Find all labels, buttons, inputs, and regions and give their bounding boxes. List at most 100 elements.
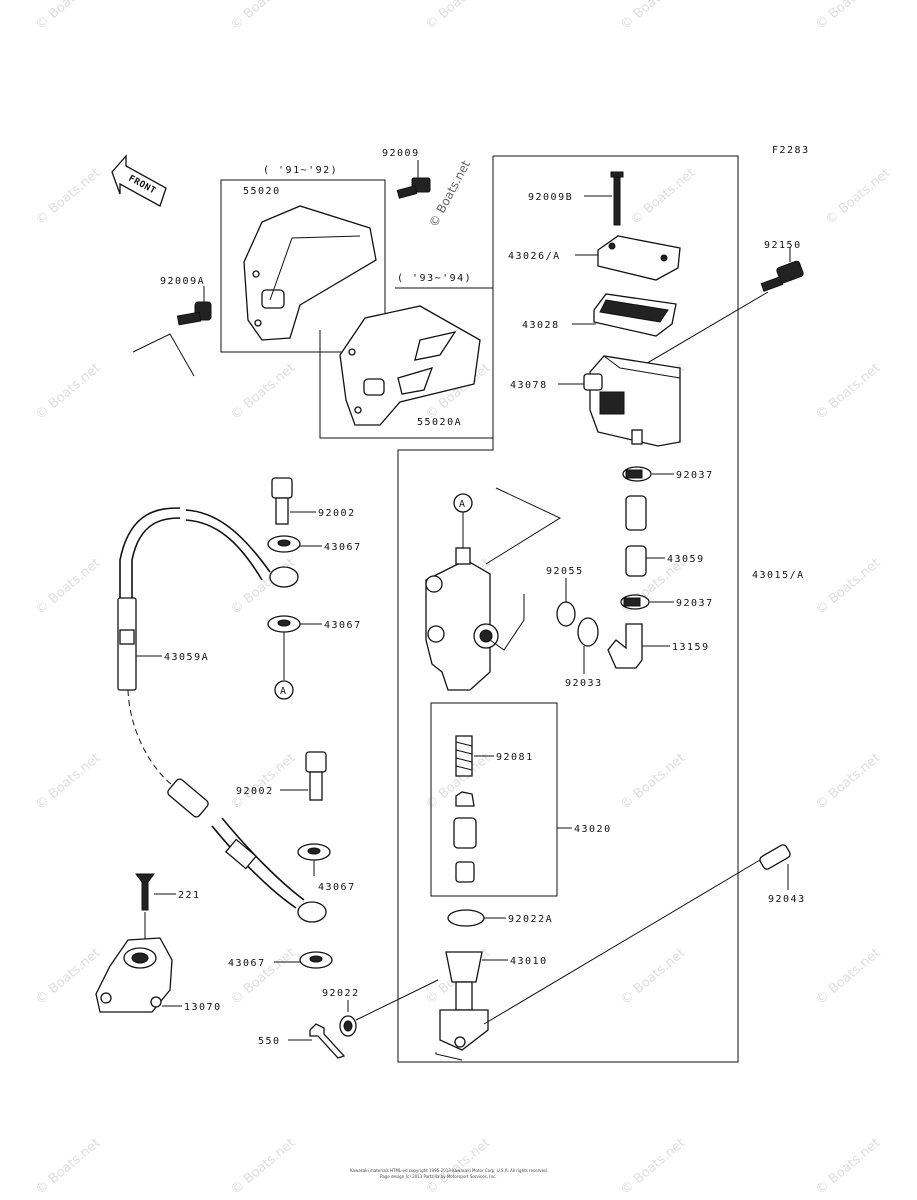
watermark: © Boats.net <box>228 0 298 33</box>
bracket-13070 <box>95 937 182 1013</box>
footer-page-design: Page design (c) 2013 Partzilla by Motors… <box>380 1174 496 1179</box>
watermark: © Boats.net <box>33 556 103 618</box>
master-cylinder-43078 <box>558 355 681 447</box>
watermark: © Boats.net <box>423 0 493 33</box>
circlip-92022a <box>447 909 506 927</box>
washer-43067-c <box>297 843 331 876</box>
guard-box-93-94 <box>319 287 494 439</box>
part-labels: 92009 55020 92009A 55020A 92009B 43026/A… <box>160 148 806 1047</box>
part-label: 92009A <box>160 276 205 287</box>
repair-kit-43020 <box>430 702 572 897</box>
part-label: 13070 <box>184 1002 222 1013</box>
part-label: 43015/A <box>752 570 805 581</box>
diaphragm-43028 <box>572 293 677 337</box>
watermark: © Boats.net <box>813 556 883 618</box>
watermark: © Boats.net <box>813 0 883 33</box>
part-label: 92009 <box>382 148 420 159</box>
watermark: © Boats.net <box>228 1136 298 1198</box>
elbow-13159 <box>607 623 670 669</box>
hose-clamp-92037-bottom <box>620 594 674 610</box>
bolt-92150 <box>631 248 804 373</box>
part-label: 43028 <box>522 320 560 331</box>
watermark: © Boats.net <box>823 166 893 228</box>
part-label: 43020 <box>574 824 612 835</box>
part-label: 92009B <box>528 192 573 203</box>
part-label: 92037 <box>676 470 714 481</box>
part-label: 92022 <box>322 988 360 999</box>
callout-a-bottom: A <box>280 686 288 697</box>
part-label: 92081 <box>496 752 534 763</box>
part-label: 43010 <box>510 956 548 967</box>
watermark: © Boats.net <box>813 1136 883 1198</box>
watermark: © Boats.net <box>33 946 103 1008</box>
washer-43067-b: A <box>267 615 322 700</box>
part-label: 43059A <box>164 652 209 663</box>
year-range-93-94: ( '93~'94) <box>397 273 472 284</box>
part-label: 92037 <box>676 598 714 609</box>
part-label: 43078 <box>510 380 548 391</box>
circlip-92033 <box>577 617 599 674</box>
washer-43067-a <box>267 535 322 553</box>
watermark: © Boats.net <box>33 751 103 813</box>
watermark: © Boats.net <box>618 1136 688 1198</box>
watermark: © Boats.net <box>618 0 688 33</box>
banjo-bolt-92002-top <box>271 477 316 525</box>
part-label: 13159 <box>672 642 710 653</box>
watermark: © Boats.net <box>628 166 698 228</box>
part-label: 92043 <box>768 894 806 905</box>
watermark: © Boats.net <box>813 946 883 1008</box>
footer-copyright: Kawasaki materials HTML-ed copyright 199… <box>350 1168 548 1173</box>
o-ring-92055 <box>556 578 576 627</box>
watermark: © Boats.net <box>228 751 298 813</box>
watermark: © Boats.net <box>33 166 103 228</box>
reservoir-cap-43026 <box>575 235 681 281</box>
callout-a-top: A <box>459 499 467 510</box>
part-label: 92002 <box>318 508 356 519</box>
watermark: © Boats.net <box>33 361 103 423</box>
part-label: 43067 <box>324 620 362 631</box>
bolt-92009 <box>396 160 431 199</box>
clevis-pin-92043 <box>483 844 791 1025</box>
part-label: 43059 <box>667 554 705 565</box>
watermark: © Boats.net <box>228 361 298 423</box>
assembly-frame-43015 <box>397 155 739 1063</box>
front-arrow-icon: FRONT <box>111 154 167 207</box>
brake-hose-43059a <box>117 507 327 923</box>
watermark: © Boats.net <box>813 751 883 813</box>
heat-guard-55020a <box>339 305 481 426</box>
screw-92009b <box>584 171 624 226</box>
part-label: 92150 <box>764 240 802 251</box>
cylinder-piston-body: A <box>425 487 562 691</box>
heat-guard-55020 <box>243 205 377 341</box>
nut-92022 <box>339 979 439 1037</box>
guard-box-91-92 <box>220 179 386 353</box>
hose-clamp-92037-top <box>622 466 674 482</box>
watermark: © Boats.net <box>423 1136 493 1198</box>
part-label: 43026/A <box>508 251 561 262</box>
part-label: 550 <box>258 1036 281 1047</box>
pushrod-43010 <box>435 951 508 1061</box>
part-label: 92022A <box>508 914 553 925</box>
watermark: © Boats.net <box>33 0 103 33</box>
watermark: © Boats.net <box>228 946 298 1008</box>
washer-43067-d <box>274 951 333 969</box>
hose-43059 <box>625 495 665 577</box>
part-label: 43067 <box>228 958 266 969</box>
watermark: © Boats.net <box>618 751 688 813</box>
part-label: 92033 <box>565 678 603 689</box>
part-label: 92002 <box>236 786 274 797</box>
part-label: 55020 <box>243 186 281 197</box>
watermark: © Boats.net <box>813 361 883 423</box>
banjo-bolt-92002-bottom <box>280 751 327 801</box>
part-label: 43067 <box>324 542 362 553</box>
part-label: 221 <box>178 890 201 901</box>
watermark: © Boats.net <box>33 1136 103 1198</box>
figure-code: F2283 <box>772 145 810 156</box>
part-label: 92055 <box>546 566 584 577</box>
cotter-pin-550 <box>288 1023 346 1059</box>
watermark: © Boats.net <box>618 946 688 1008</box>
bolt-92009a <box>132 286 212 377</box>
watermark-inline: © Boats.net <box>426 158 473 229</box>
year-range-91-92: ( '91~'92) <box>263 165 338 176</box>
